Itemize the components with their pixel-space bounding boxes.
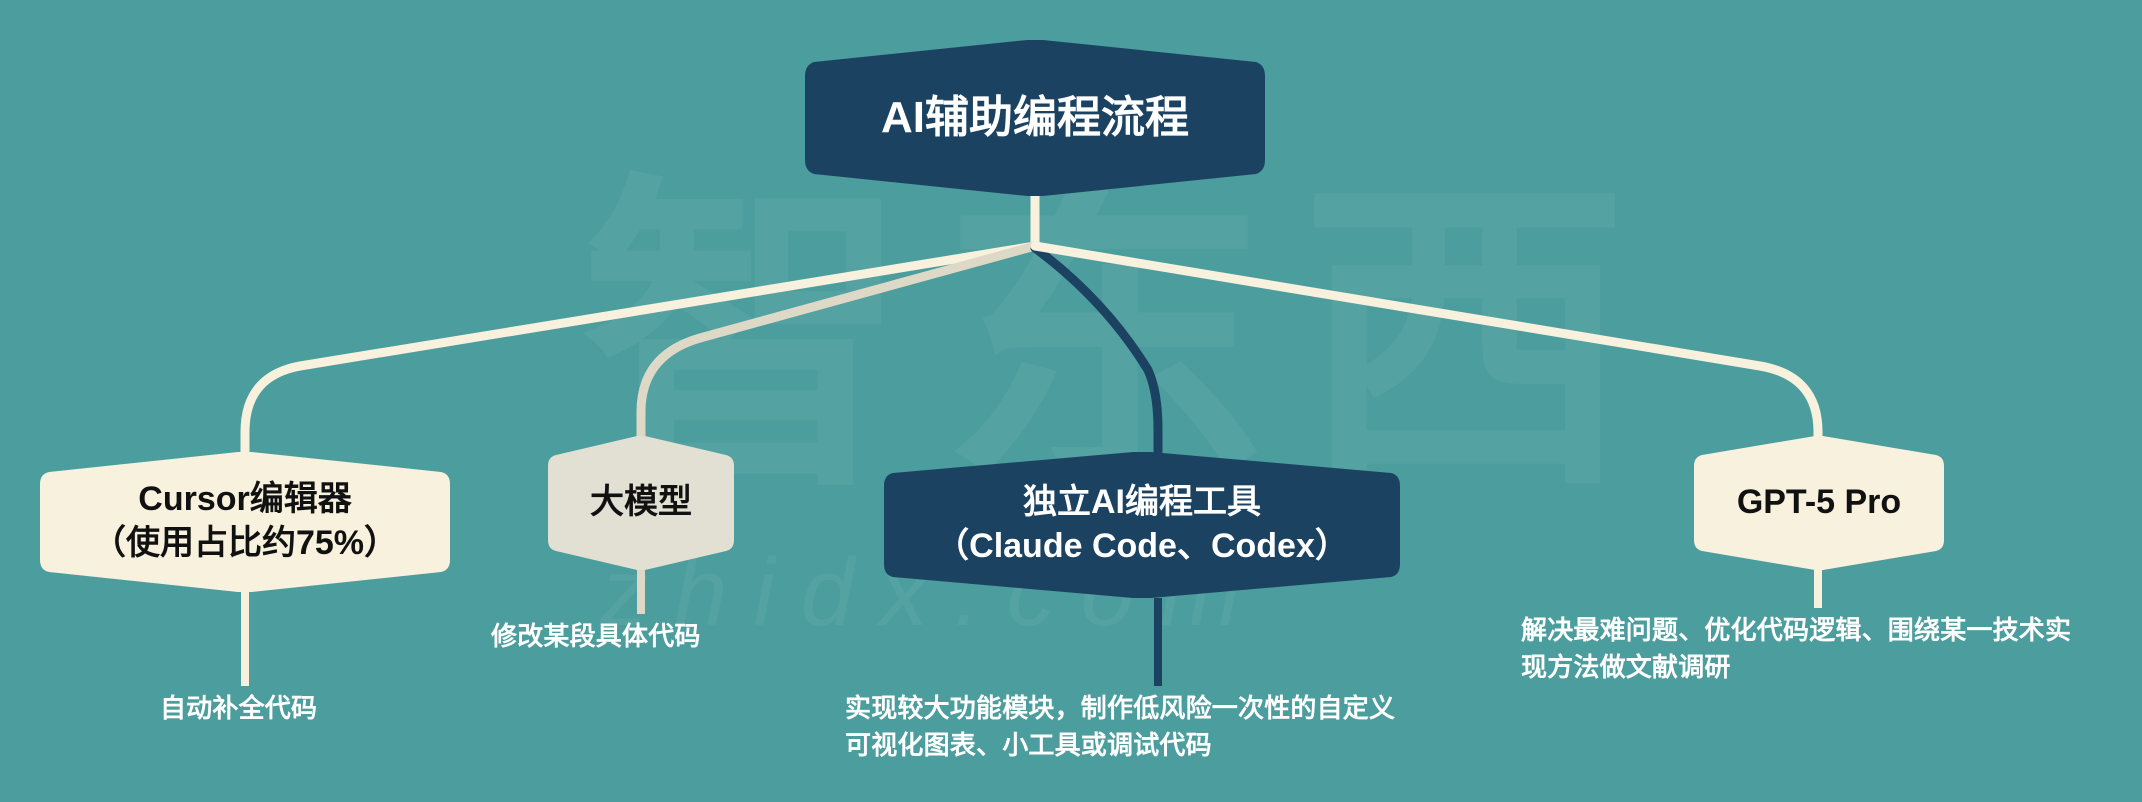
caption-llm: 修改某段具体代码 xyxy=(491,621,701,651)
node-root-shape xyxy=(805,40,1265,196)
node-llm-shape xyxy=(548,436,734,570)
caption-gpt5pro: 解决最难问题、优化代码逻辑、围绕某一技术实 现方法做文献调研 xyxy=(1521,615,2072,682)
node-gpt5pro-label: GPT-5 Pro xyxy=(1736,483,1902,522)
caption-standalone-ai-tools: 实现较大功能模块，制作低风险一次性的自定义 可视化图表、小工具或调试代码 xyxy=(845,693,1396,760)
node-standalone-ai-tools[interactable]: 独立AI编程工具 （Claude Code、Codex） xyxy=(884,452,1400,598)
node-root-label: AI辅助编程流程 xyxy=(881,92,1189,142)
node-llm-label: 大模型 xyxy=(590,483,692,522)
node-llm[interactable]: 大模型 xyxy=(548,436,734,570)
edge-root-to-gpt5pro xyxy=(1030,241,1823,457)
edge-root-to-llm xyxy=(636,241,1040,457)
edge-root-to-standalone-ai-tools xyxy=(1030,243,1163,457)
node-gpt5pro-shape xyxy=(1694,436,1944,570)
node-cursor-label: Cursor编辑器 （使用占比约75%） xyxy=(91,480,399,562)
node-cursor[interactable]: Cursor编辑器 （使用占比约75%） xyxy=(40,452,450,592)
node-standalone-ai-tools-shape xyxy=(884,452,1400,598)
node-cursor-shape xyxy=(40,452,450,592)
caption-cursor: 自动补全代码 xyxy=(160,693,318,723)
node-gpt5pro[interactable]: GPT-5 Pro xyxy=(1694,436,1944,570)
node-root[interactable]: AI辅助编程流程 xyxy=(805,40,1265,196)
edge-root-to-cursor xyxy=(240,241,1040,457)
node-standalone-ai-tools-label: 独立AI编程工具 （Claude Code、Codex） xyxy=(935,483,1349,565)
